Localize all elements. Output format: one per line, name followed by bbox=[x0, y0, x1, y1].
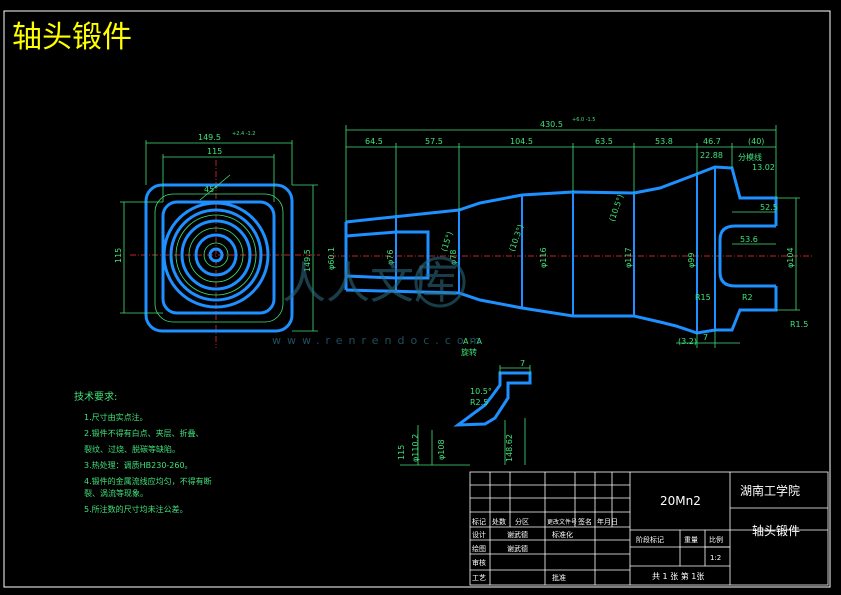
dim-seg-2: 57.5 bbox=[425, 137, 443, 146]
dim-diameter-117: φ117 bbox=[624, 247, 633, 268]
dim-149-side: 149.5 bbox=[303, 249, 312, 272]
section-angle: 10.5° bbox=[470, 387, 492, 396]
dim-115-top: 115 bbox=[207, 147, 222, 156]
split-line-label: 分模线 bbox=[738, 152, 762, 162]
dim-seg-4: 63.5 bbox=[595, 137, 613, 146]
drawing-border bbox=[3, 10, 831, 588]
dim-total-length: 430.5 bbox=[540, 120, 563, 129]
dim-52-5: 52.5 bbox=[760, 203, 778, 212]
notes-heading: 技术要求: bbox=[74, 390, 117, 403]
section-dim-d2: φ108 bbox=[437, 439, 446, 460]
dim-diameter-116: φ116 bbox=[539, 247, 548, 268]
dim-angle-15: (15°) bbox=[439, 230, 454, 252]
dim-seg-9: 13.02 bbox=[752, 163, 775, 172]
section-dim-r: R2.5 bbox=[470, 398, 488, 407]
tb-standard: 标准化 bbox=[552, 530, 573, 539]
dim-115-side: 115 bbox=[114, 248, 123, 263]
dim-angle-10-5: (10.5°) bbox=[607, 193, 625, 222]
dim-r15: R15 bbox=[695, 293, 711, 302]
tb-change: 更改文件号 bbox=[547, 518, 577, 526]
tb-zone: 分区 bbox=[515, 517, 529, 526]
dim-total-length-tol: +6.0 -1.5 bbox=[572, 117, 596, 123]
section-label: A - A bbox=[463, 337, 482, 346]
dim-seg-3: 104.5 bbox=[510, 137, 533, 146]
main-view bbox=[330, 125, 812, 348]
tb-approve: 批准 bbox=[552, 573, 566, 582]
tb-weight: 重量 bbox=[684, 536, 698, 544]
dim-r2: R2 bbox=[742, 293, 753, 302]
note-7: 5.所注数的尺寸均未注公差。 bbox=[84, 504, 188, 514]
tb-material: 20Mn2 bbox=[660, 494, 701, 508]
dim-diameter-60: φ60.1 bbox=[327, 247, 336, 270]
dim-diameter-104: φ104 bbox=[786, 247, 795, 268]
note-4: 3.热处理：调质HB230-260。 bbox=[84, 460, 193, 470]
tb-designer: 谢武德 bbox=[507, 530, 528, 539]
watermark-text: 人人文库 bbox=[282, 258, 458, 309]
tb-scale-label: 比例 bbox=[709, 535, 723, 544]
dim-7-bottom: 7 bbox=[703, 333, 708, 342]
dim-angle-45: 45° bbox=[204, 185, 218, 194]
section-detail bbox=[400, 365, 532, 466]
note-5: 4.锻件的金属流线应均匀，不得有断 bbox=[84, 476, 212, 486]
dim-seg-5: 53.8 bbox=[655, 137, 673, 146]
drawing-title: 轴头锻件 bbox=[12, 20, 132, 55]
watermark-url: www.renrendoc.com bbox=[272, 334, 486, 347]
section-dim-d1: φ110.2 bbox=[411, 434, 420, 462]
dim-diameter-99: φ99 bbox=[687, 253, 696, 268]
section-sublabel: 旋转 bbox=[461, 347, 477, 357]
section-dim-7: 7 bbox=[520, 359, 525, 368]
end-view bbox=[120, 140, 320, 348]
tb-drafter: 谢武德 bbox=[507, 544, 528, 553]
tb-design: 设计 bbox=[472, 530, 486, 539]
tb-drafting: 绘图 bbox=[472, 544, 486, 553]
tb-mark: 标记 bbox=[472, 517, 486, 526]
dim-diameter-78: φ78 bbox=[449, 250, 458, 265]
tb-process: 工艺 bbox=[472, 574, 486, 582]
dim-3-2: (3.2) bbox=[678, 337, 697, 346]
watermark: 人人文库 www.renrendoc.com bbox=[272, 256, 486, 347]
tb-part-name: 轴头锻件 bbox=[752, 523, 800, 538]
dim-seg-7: (40) bbox=[748, 137, 764, 146]
dim-diameter-76: φ76 bbox=[386, 250, 395, 265]
tb-sheets: 共 1 张 第 1张 bbox=[652, 571, 704, 581]
section-dim-h: 148.62 bbox=[505, 434, 514, 462]
title-block bbox=[469, 471, 829, 586]
tb-review: 审核 bbox=[472, 558, 486, 567]
section-dim-115: 115 bbox=[397, 445, 406, 460]
dim-53-6: 53.6 bbox=[740, 235, 758, 244]
dim-seg-6: 46.7 bbox=[703, 137, 721, 146]
dim-149-left: 149.5 bbox=[198, 133, 221, 142]
tb-school: 湖南工学院 bbox=[740, 483, 800, 498]
tb-date: 年月日 bbox=[597, 517, 618, 526]
note-2: 2.锻件不得有白点、夹层、折叠、 bbox=[84, 428, 204, 438]
note-1: 1.尺寸由实点注。 bbox=[84, 412, 148, 422]
tb-sign: 签名 bbox=[578, 517, 592, 526]
tb-scale: 1:2 bbox=[710, 554, 721, 562]
tb-stage: 阶段标记 bbox=[636, 535, 664, 544]
note-3: 裂纹、过烧、脱碳等缺陷。 bbox=[84, 444, 180, 454]
dim-r1-5: R1.5 bbox=[790, 320, 808, 329]
dim-149-left-tol: +2.4 -1.2 bbox=[232, 131, 256, 137]
note-6: 裂、涡流等现象。 bbox=[84, 488, 148, 498]
dim-seg-8: 22.88 bbox=[700, 151, 723, 160]
dim-seg-1: 64.5 bbox=[365, 137, 383, 146]
tb-count: 处数 bbox=[492, 517, 506, 526]
